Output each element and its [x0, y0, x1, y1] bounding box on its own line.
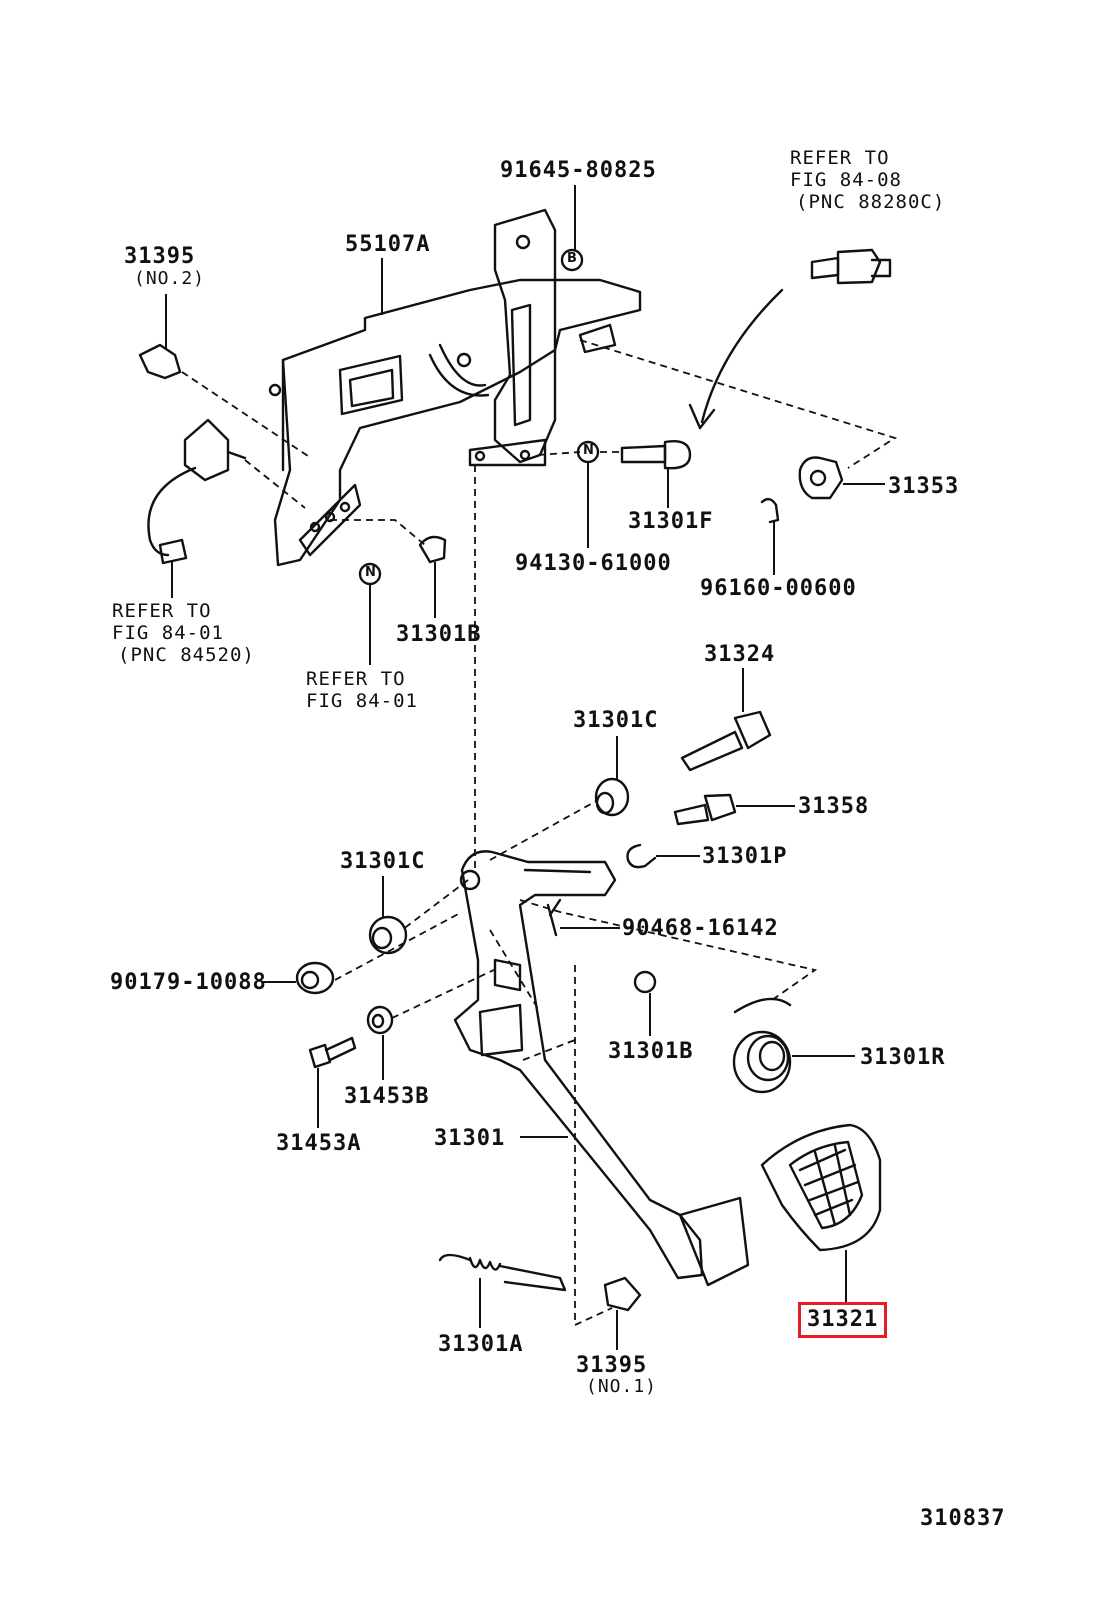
- ref-top-right-line2: FIG 84-08: [790, 169, 902, 191]
- label-31358: 31358: [798, 794, 870, 819]
- label-31301c-left: 31301C: [340, 849, 426, 874]
- install-arrow: [700, 288, 784, 424]
- bushing-31353: [798, 456, 844, 500]
- pin-31301f: [620, 440, 692, 470]
- ref-left-line2: FIG 84-01: [112, 622, 224, 644]
- marker-n2: N: [365, 565, 376, 580]
- clip-31395-no1: [603, 1276, 642, 1312]
- marker-b-circle: [560, 248, 584, 272]
- pin-90468: [546, 898, 562, 937]
- pedal-pad-31321: [760, 1123, 882, 1252]
- label-90179-10088: 90179-10088: [110, 970, 267, 995]
- stopper-31301b-mid: [633, 970, 657, 994]
- stop-lamp-switch-connector: [147, 418, 247, 565]
- ref-note-left: REFER TO FIG 84-01 (PNC 84520): [112, 600, 255, 666]
- bolt-31453a: [308, 1036, 357, 1069]
- nut-90179: [295, 961, 335, 995]
- clip-31301p: [626, 843, 657, 869]
- ref-note-center: REFER TO FIG 84-01: [306, 668, 418, 712]
- label-31301a: 31301A: [438, 1332, 524, 1357]
- ref-left-line1: REFER TO: [112, 600, 212, 622]
- label-31395-no2: 31395: [124, 244, 196, 269]
- label-31301c-right: 31301C: [573, 708, 659, 733]
- figure-number: 310837: [920, 1506, 1006, 1531]
- ref-center-line2: FIG 84-01: [306, 690, 418, 712]
- spring-31301r: [732, 997, 792, 1094]
- label-96160-00600: 96160-00600: [700, 576, 857, 601]
- pedal-arm-31301: [453, 850, 750, 1287]
- clip-96160: [760, 497, 780, 524]
- label-31324: 31324: [704, 642, 776, 667]
- label-31395-no1-sub: (NO.1): [586, 1376, 658, 1397]
- label-90468-16142: 90468-16142: [622, 916, 779, 941]
- marker-b: B: [567, 251, 577, 266]
- label-31301: 31301: [434, 1126, 506, 1151]
- label-31395-no1: 31395: [576, 1353, 648, 1378]
- label-31301p: 31301P: [702, 844, 788, 869]
- washer-31453b: [366, 1005, 394, 1035]
- ref-top-right-line3: (PNC 88280C): [796, 191, 946, 213]
- label-55107a: 55107A: [345, 232, 431, 257]
- bracket-55107a: [268, 208, 642, 567]
- ref-center-line1: REFER TO: [306, 668, 406, 690]
- stop-lamp-switch: [810, 248, 892, 285]
- label-31321-highlighted[interactable]: 31321: [798, 1302, 888, 1338]
- label-31301f: 31301F: [628, 509, 714, 534]
- label-31301r: 31301R: [860, 1045, 946, 1070]
- label-31353: 31353: [888, 474, 960, 499]
- bolt-31324: [680, 710, 772, 772]
- ref-top-right-line1: REFER TO: [790, 147, 890, 169]
- label-31453b: 31453B: [344, 1084, 430, 1109]
- return-spring-31301a: [438, 1253, 567, 1292]
- marker-n2-circle: [358, 562, 382, 586]
- label-31453a: 31453A: [276, 1131, 362, 1156]
- pin-31358: [673, 793, 737, 826]
- marker-n1: N: [583, 443, 594, 458]
- label-94130-61000: 94130-61000: [515, 551, 672, 576]
- ref-note-top-right: REFER TO FIG 84-08 (PNC 88280C): [790, 147, 945, 213]
- label-91645-80825: 91645-80825: [500, 158, 657, 183]
- ref-left-line3: (PNC 84520): [118, 644, 255, 666]
- label-31301b-top: 31301B: [396, 622, 482, 647]
- stopper-31301b-top: [418, 535, 447, 564]
- clip-31395-no2: [138, 343, 182, 380]
- label-31395-no2-sub: (NO.2): [134, 268, 206, 289]
- bushing-31301c-right: [594, 777, 630, 817]
- label-31301b-mid: 31301B: [608, 1039, 694, 1064]
- bushing-31301c-left: [368, 915, 408, 955]
